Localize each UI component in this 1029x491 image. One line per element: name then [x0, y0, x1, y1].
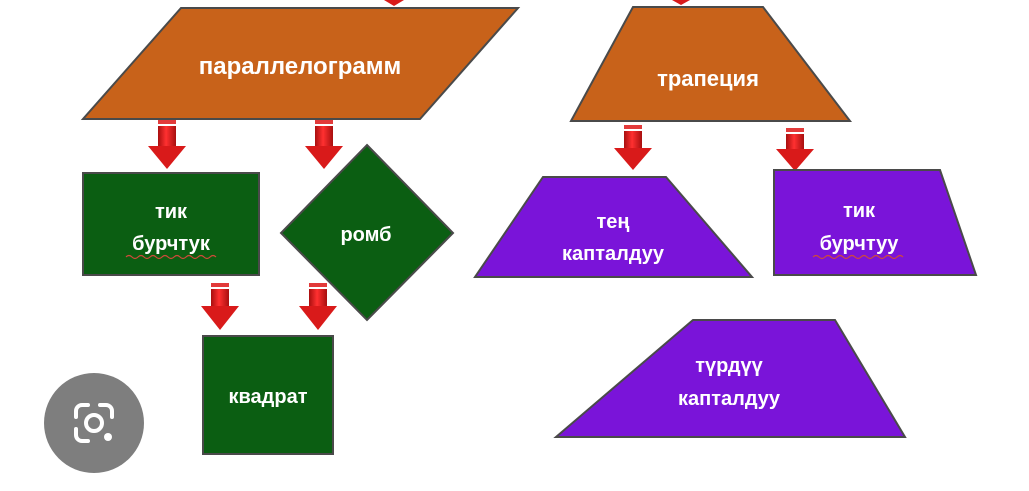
arrow-top-right — [672, 0, 690, 5]
parallelogram-label: параллелограмм — [199, 53, 401, 80]
spellcheck-underline — [812, 254, 904, 260]
arrow-trapezoid-to-isosceles — [614, 125, 652, 170]
trapezoid-shape — [569, 6, 853, 122]
arrow-parallelogram-to-rectangle — [148, 120, 186, 169]
arrow-rectangle-to-square — [201, 283, 239, 330]
isosceles-trapezoid-label-line2: капталдуу — [562, 243, 665, 265]
square-label: квадрат — [229, 386, 308, 408]
arrow-trapezoid-to-right — [776, 128, 814, 171]
right-trapezoid-label-line2: бурчтуу — [820, 233, 900, 255]
arrow-rhombus-to-square — [299, 283, 337, 330]
scalene-trapezoid-label-line1: түрдүү — [695, 355, 763, 377]
scalene-trapezoid-label-line2: капталдуу — [678, 388, 781, 410]
rectangle-shape — [82, 172, 260, 276]
spellcheck-underline — [125, 254, 217, 260]
rectangle-label-line2: бурчтук — [132, 233, 211, 255]
arrow-top-left — [384, 0, 404, 6]
google-lens-icon — [74, 403, 114, 443]
arrow-parallelogram-to-rhombus — [305, 120, 343, 169]
scalene-trapezoid-shape — [553, 319, 907, 438]
square-shape — [202, 335, 334, 455]
parallelogram-shape — [80, 7, 521, 120]
isosceles-trapezoid-label-line1: тең — [597, 211, 630, 233]
rectangle-label-line1: тик — [155, 201, 188, 223]
right-trapezoid-shape — [773, 169, 978, 276]
trapezoid-label: трапеция — [657, 66, 759, 91]
google-lens-button[interactable] — [44, 373, 144, 473]
rhombus-shape — [279, 143, 455, 322]
isosceles-trapezoid-shape — [473, 176, 755, 278]
right-trapezoid-label-line1: тик — [843, 200, 876, 222]
rhombus-label: ромб — [340, 224, 391, 246]
